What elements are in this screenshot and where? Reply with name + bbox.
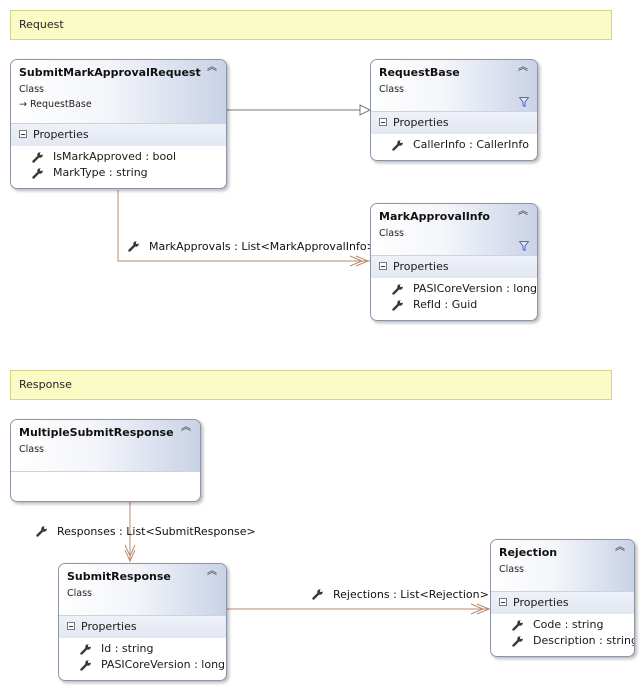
property-text: RefId : Guid xyxy=(413,298,478,311)
collapse-chevron-icon[interactable]: ︽ xyxy=(518,206,528,217)
property-text: Description : string xyxy=(533,634,635,647)
wrench-icon xyxy=(392,283,404,295)
collapse-minus-icon[interactable] xyxy=(67,622,75,630)
wrench-icon xyxy=(32,151,44,163)
wrench-icon xyxy=(512,619,524,631)
property-text: CallerInfo : CallerInfo xyxy=(413,138,529,151)
class-submit-response[interactable]: SubmitResponse Class ︽ Properties Id : s… xyxy=(58,563,227,681)
collapse-minus-icon[interactable] xyxy=(379,262,387,270)
collapse-chevron-icon[interactable]: ︽ xyxy=(615,542,625,553)
collapse-minus-icon[interactable] xyxy=(19,130,27,138)
base-class: → RequestBase xyxy=(19,98,218,111)
property-text: PASICoreVersion : long xyxy=(413,282,538,295)
class-header: MarkApprovalInfo Class ︽ xyxy=(371,204,537,256)
property-row[interactable]: Code : string xyxy=(491,617,634,633)
properties-section-header[interactable]: Properties xyxy=(11,124,226,146)
wrench-icon xyxy=(128,240,140,252)
property-text: MarkType : string xyxy=(53,166,148,179)
wrench-icon xyxy=(392,139,404,151)
inherits-arrow-icon: → xyxy=(19,99,27,110)
property-row[interactable]: Description : string xyxy=(491,633,634,649)
request-banner-label: Request xyxy=(19,18,64,31)
collapse-chevron-icon[interactable]: ︽ xyxy=(181,422,191,433)
class-name: MarkApprovalInfo xyxy=(379,210,490,223)
mark-approvals-arrowhead-1 xyxy=(349,255,364,267)
section-label: Properties xyxy=(33,128,89,141)
collapse-chevron-icon[interactable]: ︽ xyxy=(207,566,217,577)
request-banner: Request xyxy=(10,10,612,40)
class-header: RequestBase Class ︽ xyxy=(371,60,537,112)
class-kind: Class xyxy=(379,84,404,95)
property-row[interactable]: Id : string xyxy=(59,641,226,657)
class-mark-approval-info[interactable]: MarkApprovalInfo Class ︽ Properties PASI… xyxy=(370,203,538,321)
class-name: RequestBase xyxy=(379,66,460,79)
class-header: Rejection Class ︽ xyxy=(491,540,634,592)
property-row[interactable]: PASICoreVersion : long xyxy=(371,281,537,297)
inheritance-arrowhead xyxy=(359,104,372,116)
property-row[interactable]: CallerInfo : CallerInfo xyxy=(371,137,537,153)
class-name: Rejection xyxy=(499,546,558,559)
section-label: Properties xyxy=(81,620,137,633)
wrench-icon xyxy=(80,643,92,655)
mark-approvals-label: MarkApprovals : List<MarkApprovalInfo> xyxy=(128,240,376,253)
wrench-icon xyxy=(512,635,524,647)
properties-section-header[interactable]: Properties xyxy=(59,616,226,638)
class-kind: Class xyxy=(19,444,44,455)
response-banner-label: Response xyxy=(19,378,72,391)
wrench-icon xyxy=(36,525,48,537)
property-row[interactable]: RefId : Guid xyxy=(371,297,537,313)
wrench-icon xyxy=(312,588,324,600)
collapse-minus-icon[interactable] xyxy=(379,118,387,126)
class-multiple-submit-response[interactable]: MultipleSubmitResponse Class ︽ xyxy=(10,419,201,502)
class-header: SubmitMarkApprovalRequest Class → Reques… xyxy=(11,60,226,124)
class-kind: Class xyxy=(67,588,92,599)
properties-section-header[interactable]: Properties xyxy=(491,592,634,614)
class-header: SubmitResponse Class ︽ xyxy=(59,564,226,616)
response-banner: Response xyxy=(10,370,612,400)
base-class-name: RequestBase xyxy=(30,99,92,110)
responses-label: Responses : List<SubmitResponse> xyxy=(36,525,256,538)
collapse-chevron-icon[interactable]: ︽ xyxy=(207,62,217,73)
mark-approvals-line xyxy=(117,190,370,262)
rejections-label: Rejections : List<Rejection> xyxy=(312,588,489,601)
property-text: IsMarkApproved : bool xyxy=(53,150,177,163)
class-name: MultipleSubmitResponse xyxy=(19,426,174,439)
class-header: MultipleSubmitResponse Class ︽ xyxy=(11,420,200,472)
wrench-icon xyxy=(32,167,44,179)
collapse-chevron-icon[interactable]: ︽ xyxy=(518,62,528,73)
properties-section-header[interactable]: Properties xyxy=(371,112,537,134)
rejections-arrowhead-2 xyxy=(476,603,491,615)
property-row[interactable]: PASICoreVersion : long xyxy=(59,657,226,673)
property-text: Code : string xyxy=(533,618,604,631)
class-request-base[interactable]: RequestBase Class ︽ Properties CallerInf… xyxy=(370,59,538,161)
mark-approvals-text: MarkApprovals : List<MarkApprovalInfo> xyxy=(149,240,376,253)
section-label: Properties xyxy=(393,260,449,273)
property-row[interactable]: IsMarkApproved : bool xyxy=(11,149,226,165)
class-name: SubmitMarkApprovalRequest xyxy=(19,66,201,79)
filter-icon[interactable] xyxy=(519,97,529,107)
property-text: Id : string xyxy=(101,642,154,655)
responses-arrowhead-1 xyxy=(124,544,136,558)
class-kind: Class xyxy=(19,84,44,95)
mark-approvals-arrowhead-2 xyxy=(355,255,370,267)
class-submit-mark-approval-request[interactable]: SubmitMarkApprovalRequest Class → Reques… xyxy=(10,59,227,189)
class-kind: Class xyxy=(499,564,524,575)
property-text: PASICoreVersion : long xyxy=(101,658,226,671)
class-kind: Class xyxy=(379,228,404,239)
filter-icon[interactable] xyxy=(519,241,529,251)
class-rejection[interactable]: Rejection Class ︽ Properties Code : stri… xyxy=(490,539,635,657)
wrench-icon xyxy=(80,659,92,671)
class-name: SubmitResponse xyxy=(67,570,171,583)
section-label: Properties xyxy=(513,596,569,609)
responses-arrowhead-2 xyxy=(124,549,136,563)
collapse-minus-icon[interactable] xyxy=(499,598,507,606)
rejections-arrowhead-1 xyxy=(470,603,485,615)
properties-section-header[interactable]: Properties xyxy=(371,256,537,278)
wrench-icon xyxy=(392,299,404,311)
rejections-text: Rejections : List<Rejection> xyxy=(333,588,489,601)
responses-text: Responses : List<SubmitResponse> xyxy=(57,525,256,538)
property-row[interactable]: MarkType : string xyxy=(11,165,226,181)
section-label: Properties xyxy=(393,116,449,129)
